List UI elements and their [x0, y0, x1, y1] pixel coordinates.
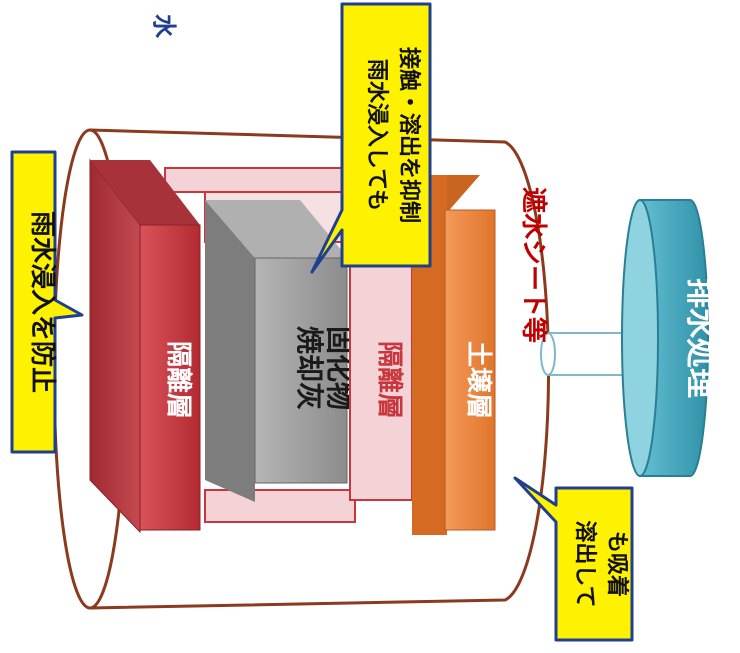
callout-rain-prevent: [10, 150, 84, 454]
callout-suppress-line2: 接触・溶出を抑制: [396, 47, 422, 223]
isolation-layer-outer: [89, 158, 201, 534]
isolation-layer-outer-label: 隔離層: [163, 341, 194, 419]
title-fragment: 水: [150, 14, 178, 39]
core-label-line1: 焼却灰: [293, 326, 326, 410]
callout-rain-prevent-text: 雨水浸入を防止: [27, 211, 57, 393]
isolation-layer-inner-label: 隔離層: [374, 341, 405, 419]
callout-adsorb: [513, 476, 634, 642]
incineration-ash-core: [205, 200, 348, 502]
callout-adsorb-line2: も吸着: [604, 531, 630, 597]
callout-suppress-line1: 雨水浸入しても: [364, 59, 389, 211]
drain-treatment-label: 排水処理: [682, 278, 717, 398]
waterproof-sheet-label: 遮水シート等: [518, 187, 549, 343]
isolation-layer-inner: [349, 259, 413, 501]
callout-suppress: [310, 2, 432, 274]
callout-adsorb-line1: 溶出して: [572, 520, 598, 607]
drain-treatment-tank: [621, 199, 709, 477]
soil-layer-label: 土壌層: [463, 341, 493, 419]
